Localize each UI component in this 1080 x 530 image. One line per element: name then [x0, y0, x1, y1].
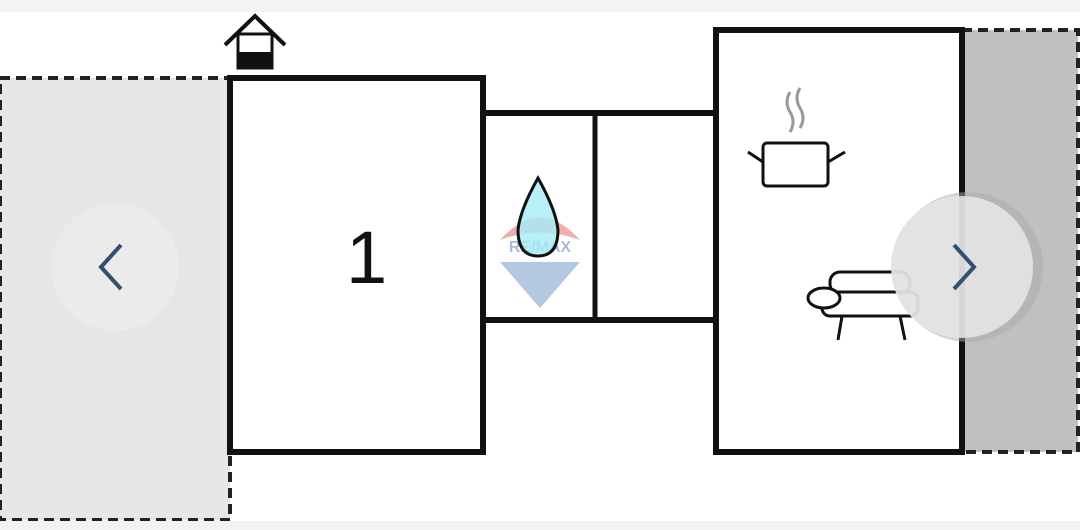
- room-number-label: 1: [346, 216, 388, 299]
- chevron-right-icon: [952, 243, 977, 291]
- top-bar: [0, 0, 1080, 12]
- cooking-pot-icon: [747, 87, 846, 188]
- chevron-left-icon: [98, 243, 123, 291]
- sofa-icon: [806, 270, 920, 341]
- water-drop-icon: [516, 174, 560, 258]
- entrance-house-icon: [223, 13, 287, 70]
- previous-image-button[interactable]: [51, 203, 179, 331]
- corridor: [480, 110, 719, 323]
- bottom-bar: [0, 521, 1080, 530]
- next-image-button[interactable]: [891, 196, 1033, 338]
